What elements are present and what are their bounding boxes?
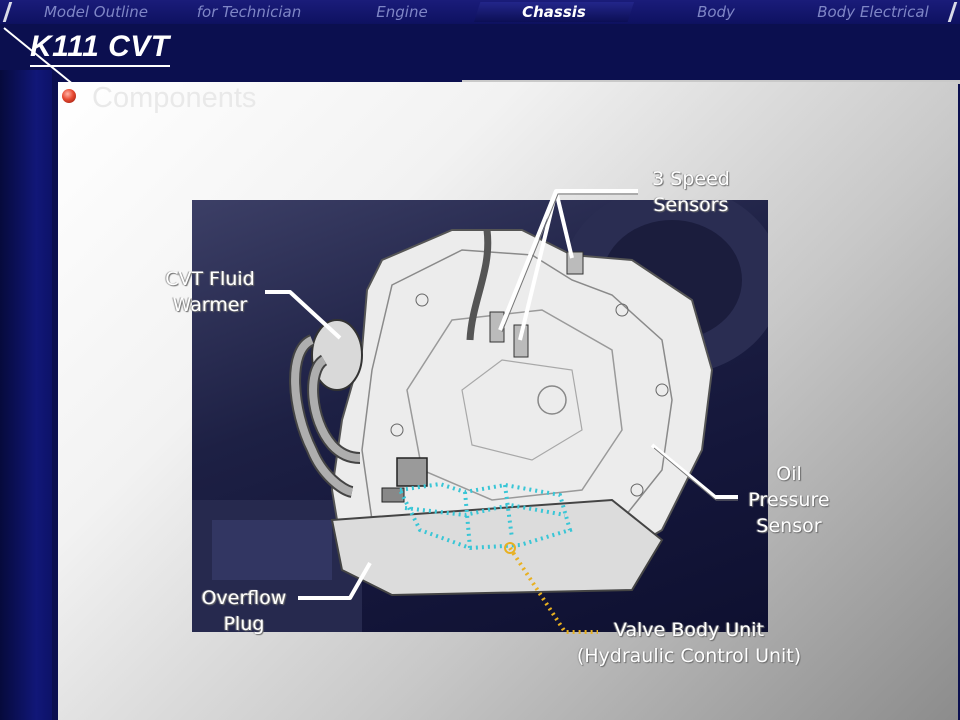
label-cvt-fluid-warmer-line2: Warmer [172, 294, 248, 316]
page-title: K111 CVT [30, 30, 170, 67]
label-3-speed-sensors-line2: Sensors [653, 194, 729, 216]
tab-body-electrical[interactable]: Body Electrical [817, 3, 929, 21]
label-oil-pressure-sensor-line3: Sensor [756, 515, 822, 537]
transmission-photo [192, 200, 768, 632]
bullet-icon [62, 89, 76, 103]
tab-body[interactable]: Body [697, 3, 735, 21]
label-valve-body-unit-line1: Valve Body Unit [613, 619, 765, 641]
label-valve-body-unit: Valve Body Unit (Hydraulic Control Unit) [550, 617, 828, 669]
label-valve-body-unit-line2: (Hydraulic Control Unit) [576, 645, 802, 667]
section-subtitle: Components [92, 82, 257, 114]
title-diagonal-line [3, 27, 81, 91]
tab-engine[interactable]: Engine [376, 3, 428, 21]
label-oil-pressure-sensor-line1: Oil [776, 463, 802, 485]
tab-for-technician[interactable]: for Technician [196, 3, 302, 21]
nav-separator [947, 2, 958, 22]
label-overflow-plug-line2: Plug [223, 613, 265, 635]
label-3-speed-sensors: 3 Speed Sensors [628, 166, 754, 218]
label-overflow-plug: Overflow Plug [186, 585, 302, 637]
label-oil-pressure-sensor: Oil Pressure Sensor [728, 461, 850, 539]
label-cvt-fluid-warmer: CVT Fluid Warmer [152, 266, 268, 318]
left-band [0, 70, 52, 720]
top-navigation: Model Outline for Technician Engine Chas… [0, 0, 960, 24]
label-overflow-plug-line1: Overflow [201, 587, 287, 609]
label-3-speed-sensors-line1: 3 Speed [652, 168, 730, 190]
label-cvt-fluid-warmer-line1: CVT Fluid [165, 268, 255, 290]
tab-model-outline[interactable]: Model Outline [43, 3, 149, 21]
nav-separator [2, 2, 13, 22]
label-oil-pressure-sensor-line2: Pressure [748, 489, 830, 511]
tab-chassis[interactable]: Chassis [474, 2, 634, 22]
